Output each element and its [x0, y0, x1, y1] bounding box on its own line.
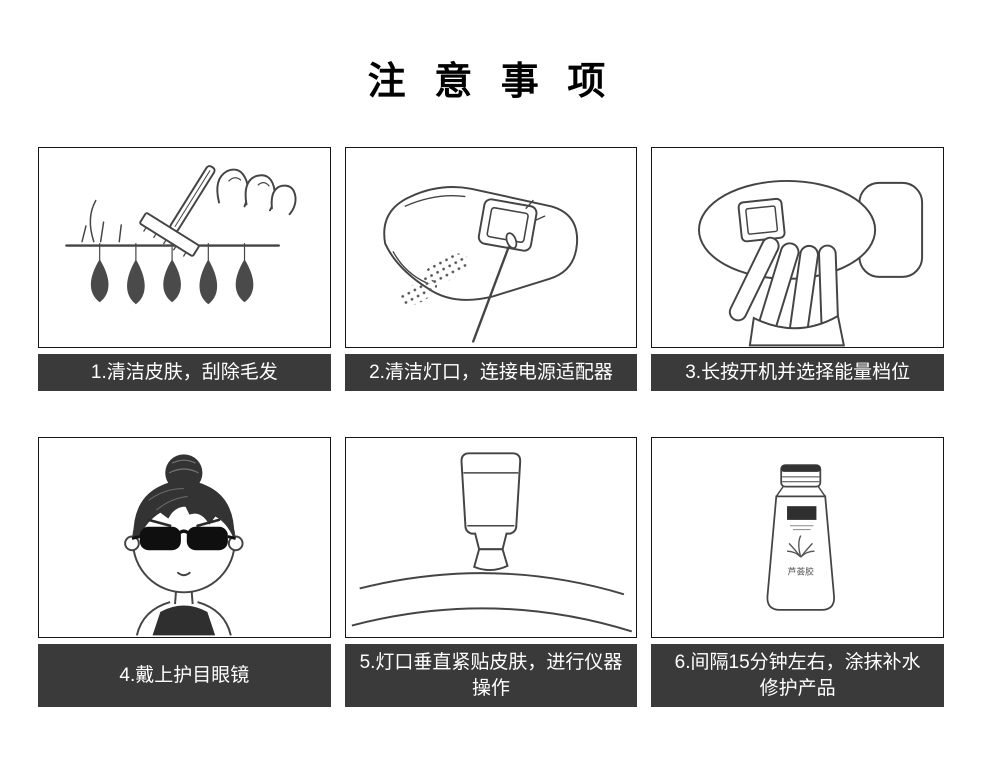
hair-follicles — [90, 259, 254, 305]
step-5-caption: 5.灯口垂直紧贴皮肤，进行仪器操作 — [344, 644, 638, 707]
brand-logo — [787, 506, 817, 520]
step-5-image-box — [344, 437, 638, 638]
cotton-swab — [471, 199, 546, 343]
hand-pressing-power-illustration — [698, 179, 924, 347]
clean-lamp-port-illustration — [382, 186, 578, 343]
skin-contours — [351, 572, 632, 633]
step-6-image-box: 芦荟胶 — [651, 437, 944, 638]
lamp-window — [477, 198, 538, 252]
device-vertical-on-skin-illustration — [351, 452, 632, 633]
grip-texture — [399, 253, 468, 306]
page-title: 注 意 事 项 — [367, 61, 615, 103]
step-1-caption: 1.清洁皮肤，刮除毛发 — [38, 354, 331, 391]
step-card-6: 芦荟胶 6.间隔15分钟左右，涂抹补水修护产品 — [651, 437, 944, 707]
step-card-1: 1.清洁皮肤，刮除毛发 — [38, 147, 331, 391]
step-4-image-box — [38, 437, 331, 638]
moisturizer-tube-illustration: 芦荟胶 — [766, 464, 836, 611]
girl-wearing-goggles-illustration — [124, 454, 244, 636]
device-body — [382, 186, 578, 301]
step-card-5: 5.灯口垂直紧贴皮肤，进行仪器操作 — [344, 437, 638, 707]
hand-fingers — [216, 168, 297, 216]
step-4-caption: 4.戴上护目眼镜 — [38, 644, 331, 707]
protective-goggles — [131, 526, 237, 551]
step-card-2: 2.清洁灯口，连接电源适配器 — [344, 147, 638, 391]
step-3-image-box — [651, 147, 944, 348]
step-6-caption: 6.间隔15分钟左右，涂抹补水修护产品 — [651, 644, 944, 707]
step-2-image-box — [344, 147, 638, 348]
step-1-image-box — [38, 147, 331, 348]
razor — [139, 165, 216, 257]
step-3-caption: 3.长按开机并选择能量档位 — [651, 354, 944, 391]
hair — [133, 480, 235, 539]
product-tube: 芦荟胶 — [766, 464, 836, 611]
tank-top — [152, 605, 216, 636]
product-label: 芦荟胶 — [788, 566, 815, 577]
aloe-plant-icon — [787, 535, 815, 558]
step-2-caption: 2.清洁灯口，连接电源适配器 — [344, 354, 638, 391]
step-card-4: 4.戴上护目眼镜 — [38, 437, 331, 707]
razor-shaving-illustration — [65, 165, 297, 305]
power-display — [737, 197, 786, 243]
device — [460, 452, 521, 572]
steps-row-2: 4.戴上护目眼镜 — [38, 437, 944, 707]
step-card-3: 3.长按开机并选择能量档位 — [651, 147, 944, 391]
hand — [729, 236, 846, 347]
steps-row-1: 1.清洁皮肤，刮除毛发 — [38, 147, 944, 391]
